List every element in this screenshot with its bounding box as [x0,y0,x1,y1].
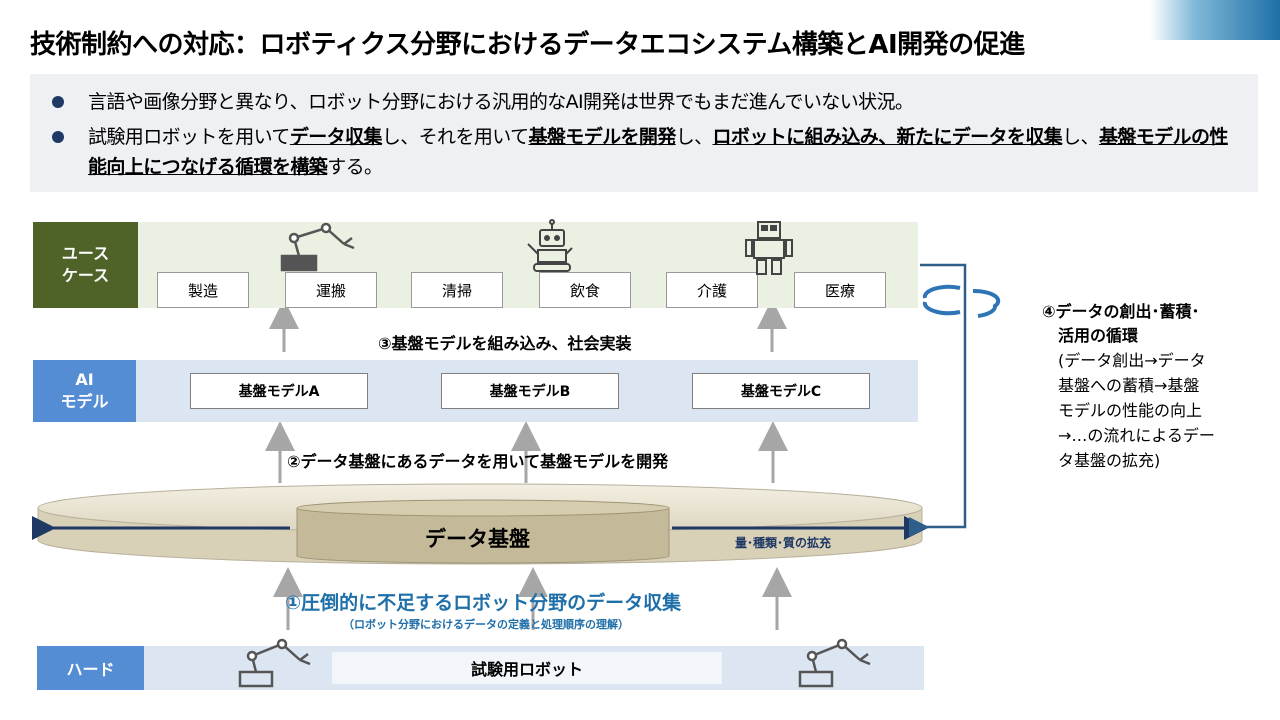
usecase-manufacturing: 製造 [157,272,249,308]
hardware-label: ハード [37,646,144,690]
bullet-2-segment: し、 [1062,126,1099,148]
robot-arm-icon [798,638,871,688]
bullet-marker [52,131,64,143]
humanoid-robot-icon [745,221,793,275]
bullet-2-segment: する。 [327,156,383,178]
usecase-transport: 運搬 [285,272,377,308]
ai-model-label: AI モデル [33,360,136,422]
step-2-label: ②データ基盤にあるデータを用いて基盤モデルを開発 [287,452,669,471]
bullet-2-text: 試験用ロボットを用いてデータ収集し、それを用いて基盤モデルを開発し、ロボットに組… [88,122,1238,182]
foundation-model-c: 基盤モデルC [692,373,870,409]
usecase-food-service: 飲食 [539,272,631,308]
data-platform-disk [32,483,928,565]
emphasized-phrase: 基盤モデルの性能向上につなげる循環を構築 [88,126,1228,178]
usecase-nursing-care: 介護 [666,272,758,308]
foundation-model-a: 基盤モデルA [190,373,368,409]
cycle-description: (データ創出→データ 基盤への蓄積→基盤 モデルの性能の向上 →…の流れによるデ… [1058,351,1215,470]
usecase-cleaning: 清掃 [411,272,503,308]
cycle-title: ④データの創出･蓄積･ 活用の循環 [1042,302,1200,345]
test-robot-box: 試験用ロボット [332,652,722,684]
robot-arm-icon [280,222,355,272]
step-1-sublabel: （ロボット分野におけるデータの定義と処理順序の理解） [343,618,629,631]
data-expansion-label: 量･種類･質の拡充 [735,536,832,550]
corner-accent [1150,0,1280,40]
emphasized-phrase: データ収集 [289,126,383,148]
bullet-2-segment: 試験用ロボットを用いて [88,126,290,148]
usecase-band [138,222,918,308]
emphasized-phrase: 基盤モデルを開発 [528,126,677,148]
bullet-2-segment: し、 [675,126,713,148]
cycle-icon [922,284,1001,318]
emphasized-phrase: ロボットに組み込み、新たにデータを収集 [712,126,1063,148]
bullet-1-text: 言語や画像分野と異なり、ロボット分野における汎用的なAI開発は世界でもまだ進んで… [88,91,914,113]
usecase-label: ユース ケース [33,222,138,308]
foundation-model-b: 基盤モデルB [441,373,619,409]
feedback-loop-line [909,263,967,537]
upward-arrows [265,299,792,630]
data-platform-label: データ基盤 [425,527,530,551]
summary-box [30,74,1258,192]
bullet-marker [52,96,64,108]
usecase-medical: 医療 [794,272,886,308]
service-robot-icon [527,219,573,272]
step-1-label: ①圧倒的に不足するロボット分野のデータ収集 [285,592,682,614]
robot-arm-icon [238,638,311,688]
step-3-label: ③基盤モデルを組み込み、社会実装 [378,334,632,353]
slide-title: 技術制約への対応：ロボティクス分野におけるデータエコシステム構築とAI開発の促進 [30,30,1025,60]
bullet-2-segment: し、それを用いて [381,126,529,148]
